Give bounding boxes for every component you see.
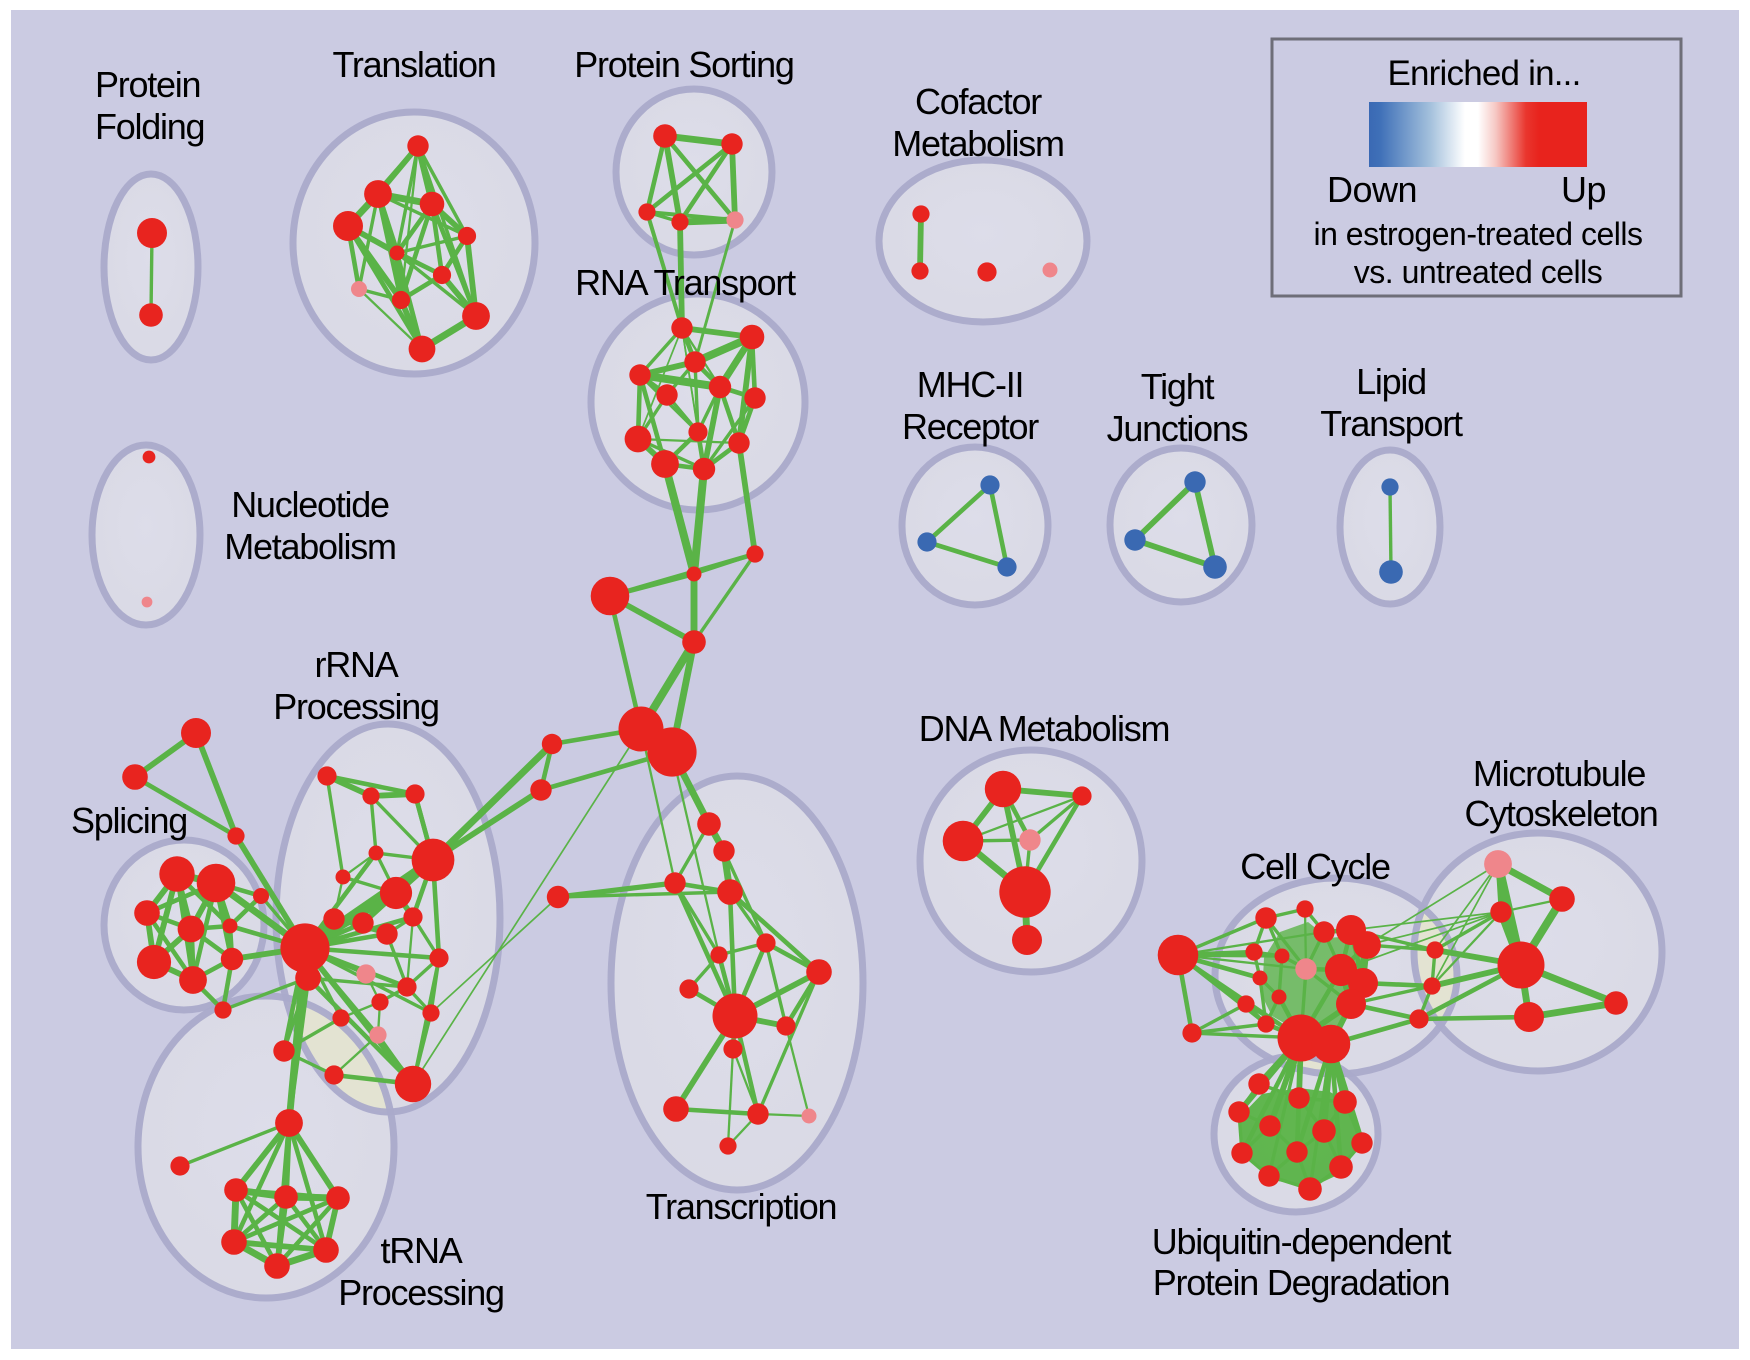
svg-text:Protein: Protein [95,64,200,105]
svg-text:Transport: Transport [1320,403,1463,444]
svg-text:Nucleotide: Nucleotide [231,484,389,525]
svg-text:Up: Up [1561,169,1606,210]
svg-text:Receptor: Receptor [902,406,1039,447]
svg-text:Junctions: Junctions [1107,408,1248,449]
svg-text:Cell Cycle: Cell Cycle [1240,846,1390,887]
svg-text:Cofactor: Cofactor [915,81,1042,122]
svg-text:Splicing: Splicing [71,800,187,841]
svg-text:Processing: Processing [338,1272,504,1313]
svg-text:Folding: Folding [95,106,204,147]
svg-text:Translation: Translation [333,44,496,85]
svg-text:Microtubule: Microtubule [1473,753,1646,794]
svg-text:tRNA: tRNA [380,1230,462,1271]
svg-text:Cytoskeleton: Cytoskeleton [1464,793,1657,834]
svg-text:Enriched in...: Enriched in... [1387,54,1580,93]
svg-text:Metabolism: Metabolism [224,526,396,567]
svg-text:Protein Sorting: Protein Sorting [574,44,793,85]
svg-text:in estrogen-treated cells: in estrogen-treated cells [1313,216,1642,252]
svg-text:DNA Metabolism: DNA Metabolism [919,708,1170,749]
svg-text:Ubiquitin-dependent: Ubiquitin-dependent [1152,1221,1452,1262]
svg-text:RNA Transport: RNA Transport [575,262,796,303]
svg-text:MHC-II: MHC-II [917,364,1023,405]
svg-text:vs. untreated cells: vs. untreated cells [1354,254,1602,290]
svg-text:rRNA: rRNA [315,644,399,685]
svg-text:Processing: Processing [273,686,439,727]
svg-text:Lipid: Lipid [1356,361,1426,402]
svg-text:Tight: Tight [1141,366,1215,407]
svg-text:Down: Down [1327,169,1417,210]
svg-text:Protein Degradation: Protein Degradation [1153,1262,1449,1303]
svg-text:Metabolism: Metabolism [892,123,1064,164]
svg-text:Transcription: Transcription [646,1186,837,1227]
